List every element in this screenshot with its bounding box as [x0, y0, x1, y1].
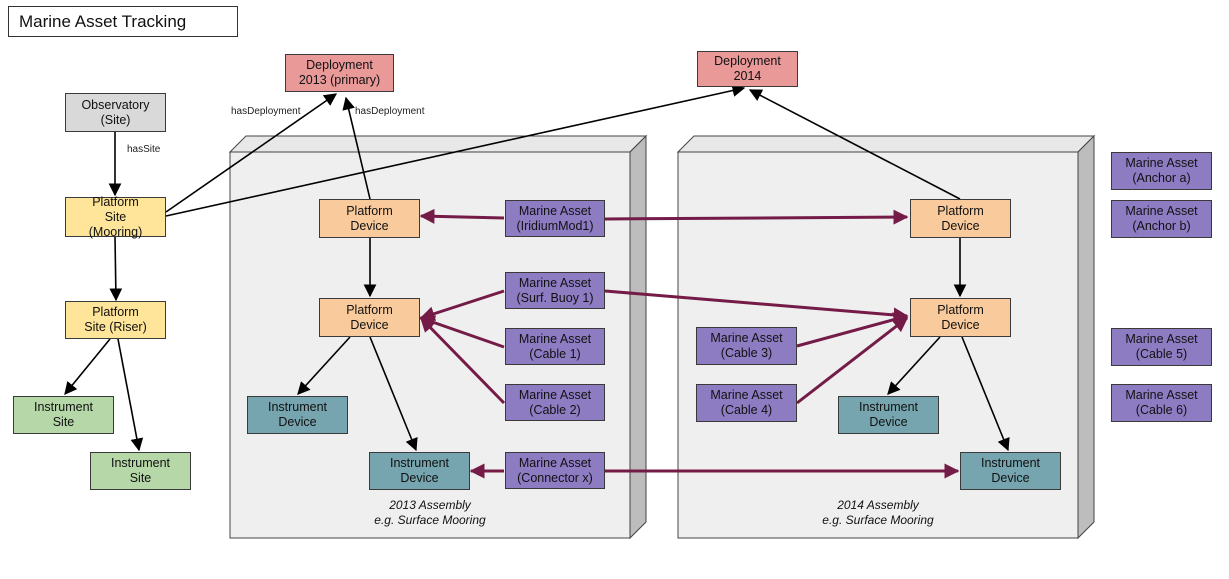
edge-a14-mid-to-instrument-right: [961, 336, 1010, 452]
instrument-site-2-node[interactable]: Instrument Site: [90, 452, 191, 490]
edge-cable4-to-a14-mid: [796, 316, 909, 405]
edge-cable2-to-a13-mid: [419, 316, 506, 405]
marine-asset-surf-buoy-label: Marine Asset (Surf. Buoy 1): [516, 275, 594, 305]
a13-instrument-device-left[interactable]: Instrument Device: [247, 396, 348, 434]
edge-mooring-to-deployment-2013: [165, 93, 338, 213]
a13-platform-device-top[interactable]: Platform Device: [319, 199, 420, 238]
marine-asset-anchor-a[interactable]: Marine Asset (Anchor a): [1111, 152, 1212, 190]
edge-riser-to-instrument-site-1: [64, 338, 111, 395]
marine-asset-cable3[interactable]: Marine Asset (Cable 3): [696, 327, 797, 365]
observatory-site-label: Observatory (Site): [81, 97, 150, 127]
a14-platform-device-mid[interactable]: Platform Device: [910, 298, 1011, 337]
observatory-site-node[interactable]: Observatory (Site): [65, 93, 166, 132]
edge-platform-device-14-to-deployment-2014: [748, 89, 961, 200]
a13-platform-device-mid-label: Platform Device: [346, 302, 393, 332]
marine-asset-anchor-a-label: Marine Asset (Anchor a): [1125, 156, 1198, 185]
platform-site-mooring-label: Platform Site (Mooring): [88, 194, 143, 239]
marine-asset-cable3-label: Marine Asset (Cable 3): [710, 331, 783, 360]
a13-platform-device-top-label: Platform Device: [346, 203, 393, 233]
edge-iridium-to-a13-top: [419, 208, 505, 224]
assembly-2013-caption: 2013 Assembly e.g. Surface Mooring: [374, 498, 486, 527]
instrument-site-1-label: Instrument Site: [33, 400, 94, 429]
edge-a13-mid-to-instrument-bottom: [369, 336, 418, 452]
edge-mooring-to-deployment-2014: [165, 84, 746, 217]
marine-asset-cable6[interactable]: Marine Asset (Cable 6): [1111, 384, 1212, 422]
a14-instrument-device-left[interactable]: Instrument Device: [838, 396, 939, 434]
a13-platform-device-mid[interactable]: Platform Device: [319, 298, 420, 337]
marine-asset-connector[interactable]: Marine Asset (Connector x): [505, 452, 605, 489]
marine-asset-cable2-label: Marine Asset (Cable 2): [518, 387, 592, 417]
a14-instrument-device-right[interactable]: Instrument Device: [960, 452, 1061, 490]
diagram-title: Marine Asset Tracking: [8, 6, 238, 37]
marine-asset-iridium-label: Marine Asset (IridiumMod1): [516, 203, 594, 233]
edge-label-has-deployment-left: hasDeployment: [231, 106, 301, 117]
a14-platform-device-mid-label: Platform Device: [937, 302, 984, 332]
deployment-2013-label: Deployment 2013 (primary): [298, 58, 381, 87]
marine-asset-cable4-label: Marine Asset (Cable 4): [710, 388, 783, 417]
instrument-site-1-node[interactable]: Instrument Site: [13, 396, 114, 434]
edge-label-has-deployment-right: hasDeployment: [355, 106, 425, 117]
marine-asset-iridium[interactable]: Marine Asset (IridiumMod1): [505, 200, 605, 237]
deployment-2014-label: Deployment 2014: [714, 54, 781, 83]
a14-instrument-device-left-label: Instrument Device: [858, 400, 919, 429]
a13-instrument-device-bottom[interactable]: Instrument Device: [369, 452, 470, 490]
marine-asset-cable1[interactable]: Marine Asset (Cable 1): [505, 328, 605, 365]
marine-asset-connector-label: Marine Asset (Connector x): [517, 455, 593, 485]
marine-asset-anchor-b[interactable]: Marine Asset (Anchor b): [1111, 200, 1212, 238]
edge-cable3-to-a14-mid: [796, 312, 909, 348]
marine-asset-cable6-label: Marine Asset (Cable 6): [1125, 388, 1198, 417]
a14-instrument-device-right-label: Instrument Device: [980, 456, 1041, 485]
edge-mooring-to-riser: [109, 236, 123, 302]
edge-surf-buoy-to-a14-mid: [604, 289, 909, 323]
edge-a13-mid-to-instrument-left: [297, 336, 351, 395]
marine-asset-cable4[interactable]: Marine Asset (Cable 4): [696, 384, 797, 422]
a13-instrument-device-left-label: Instrument Device: [267, 400, 328, 429]
edge-riser-to-instrument-site-2: [117, 338, 144, 452]
a14-platform-device-top[interactable]: Platform Device: [910, 199, 1011, 238]
edge-a14-mid-to-instrument-left: [887, 336, 941, 395]
a13-instrument-device-bottom-label: Instrument Device: [389, 456, 450, 485]
edge-iridium-to-a14-top: [604, 209, 909, 225]
marine-asset-anchor-b-label: Marine Asset (Anchor b): [1125, 204, 1198, 233]
platform-site-riser-node[interactable]: Platform Site (Riser): [65, 301, 166, 339]
deployment-2014-node[interactable]: Deployment 2014: [697, 51, 798, 87]
marine-asset-surf-buoy[interactable]: Marine Asset (Surf. Buoy 1): [505, 272, 605, 309]
platform-site-riser-label: Platform Site (Riser): [84, 305, 147, 334]
marine-asset-cable5[interactable]: Marine Asset (Cable 5): [1111, 328, 1212, 366]
instrument-site-2-label: Instrument Site: [110, 456, 171, 485]
marine-asset-cable1-label: Marine Asset (Cable 1): [518, 331, 592, 361]
marine-asset-cable2[interactable]: Marine Asset (Cable 2): [505, 384, 605, 421]
a14-platform-device-top-label: Platform Device: [937, 203, 984, 233]
marine-asset-cable5-label: Marine Asset (Cable 5): [1125, 332, 1198, 361]
deployment-2013-node[interactable]: Deployment 2013 (primary): [285, 54, 394, 92]
edge-label-has-site: hasSite: [127, 144, 161, 155]
edge-surf-buoy-to-a13-mid: [419, 289, 505, 321]
platform-site-mooring-node[interactable]: Platform Site (Mooring): [65, 194, 166, 239]
assembly-2014-caption: 2014 Assembly e.g. Surface Mooring: [822, 498, 934, 527]
edge-platform-device-13-to-deployment-2013: [342, 96, 371, 200]
